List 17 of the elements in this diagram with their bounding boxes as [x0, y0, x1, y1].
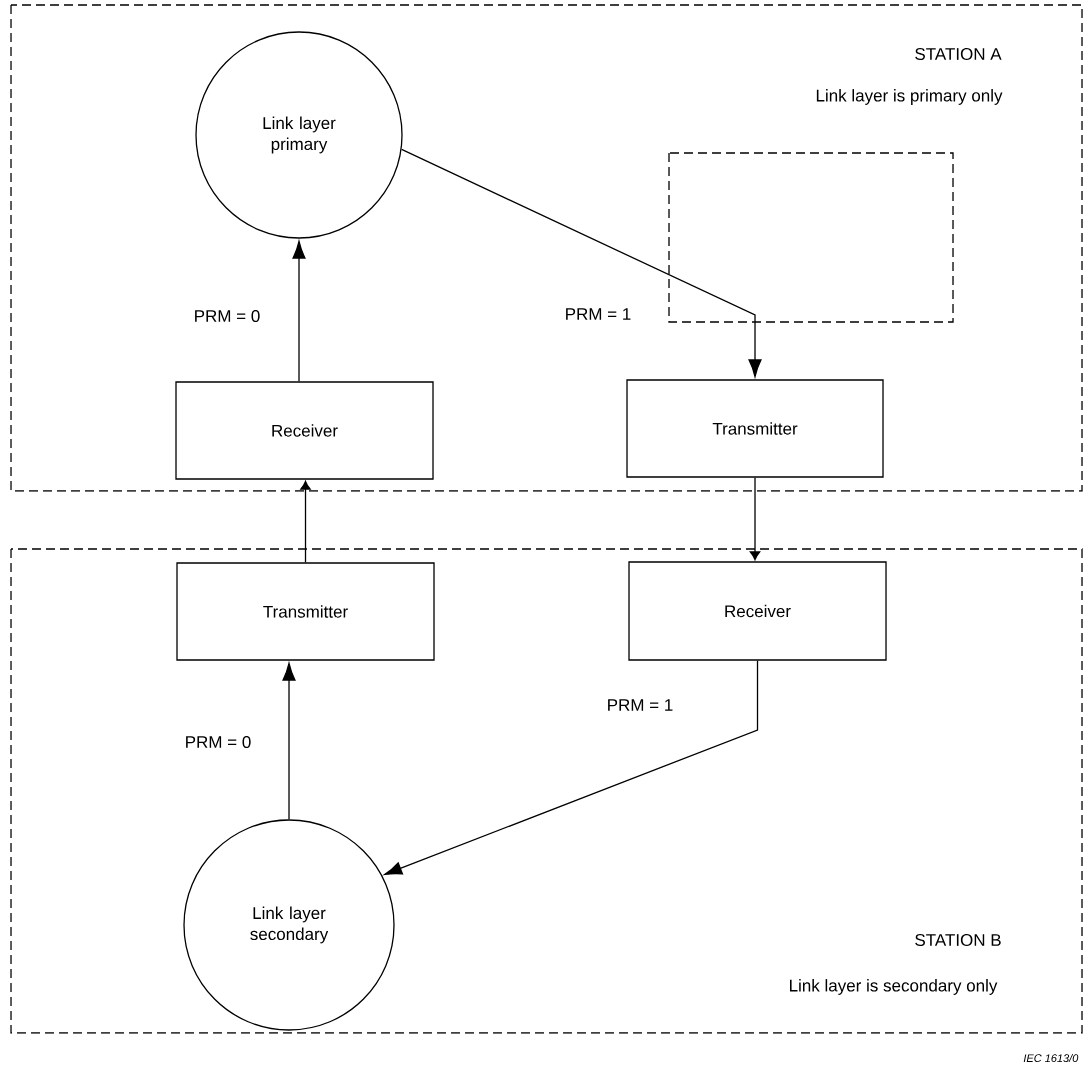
process-box: Transmitter [176, 562, 435, 661]
arrow [300, 480, 311, 563]
process-box: Transmitter [626, 379, 884, 478]
arrow [384, 660, 759, 876]
arrow [749, 477, 761, 561]
process-box: Receiver [175, 381, 434, 480]
edge-label: PRM = 1 [563, 307, 633, 321]
process-box: Receiver [628, 561, 887, 661]
circle-node: Link layer secondary [183, 819, 395, 1031]
edge-label: PRM = 1 [605, 698, 675, 712]
circle-node: Link layer primary [195, 31, 403, 239]
arrow [292, 240, 306, 382]
figure-number: IEC 1613/0 [1023, 1054, 1079, 1063]
edge-label: PRM = 0 [192, 309, 262, 323]
edge-label: PRM = 0 [183, 735, 253, 750]
arrow [401, 148, 762, 378]
arrow [282, 662, 296, 820]
